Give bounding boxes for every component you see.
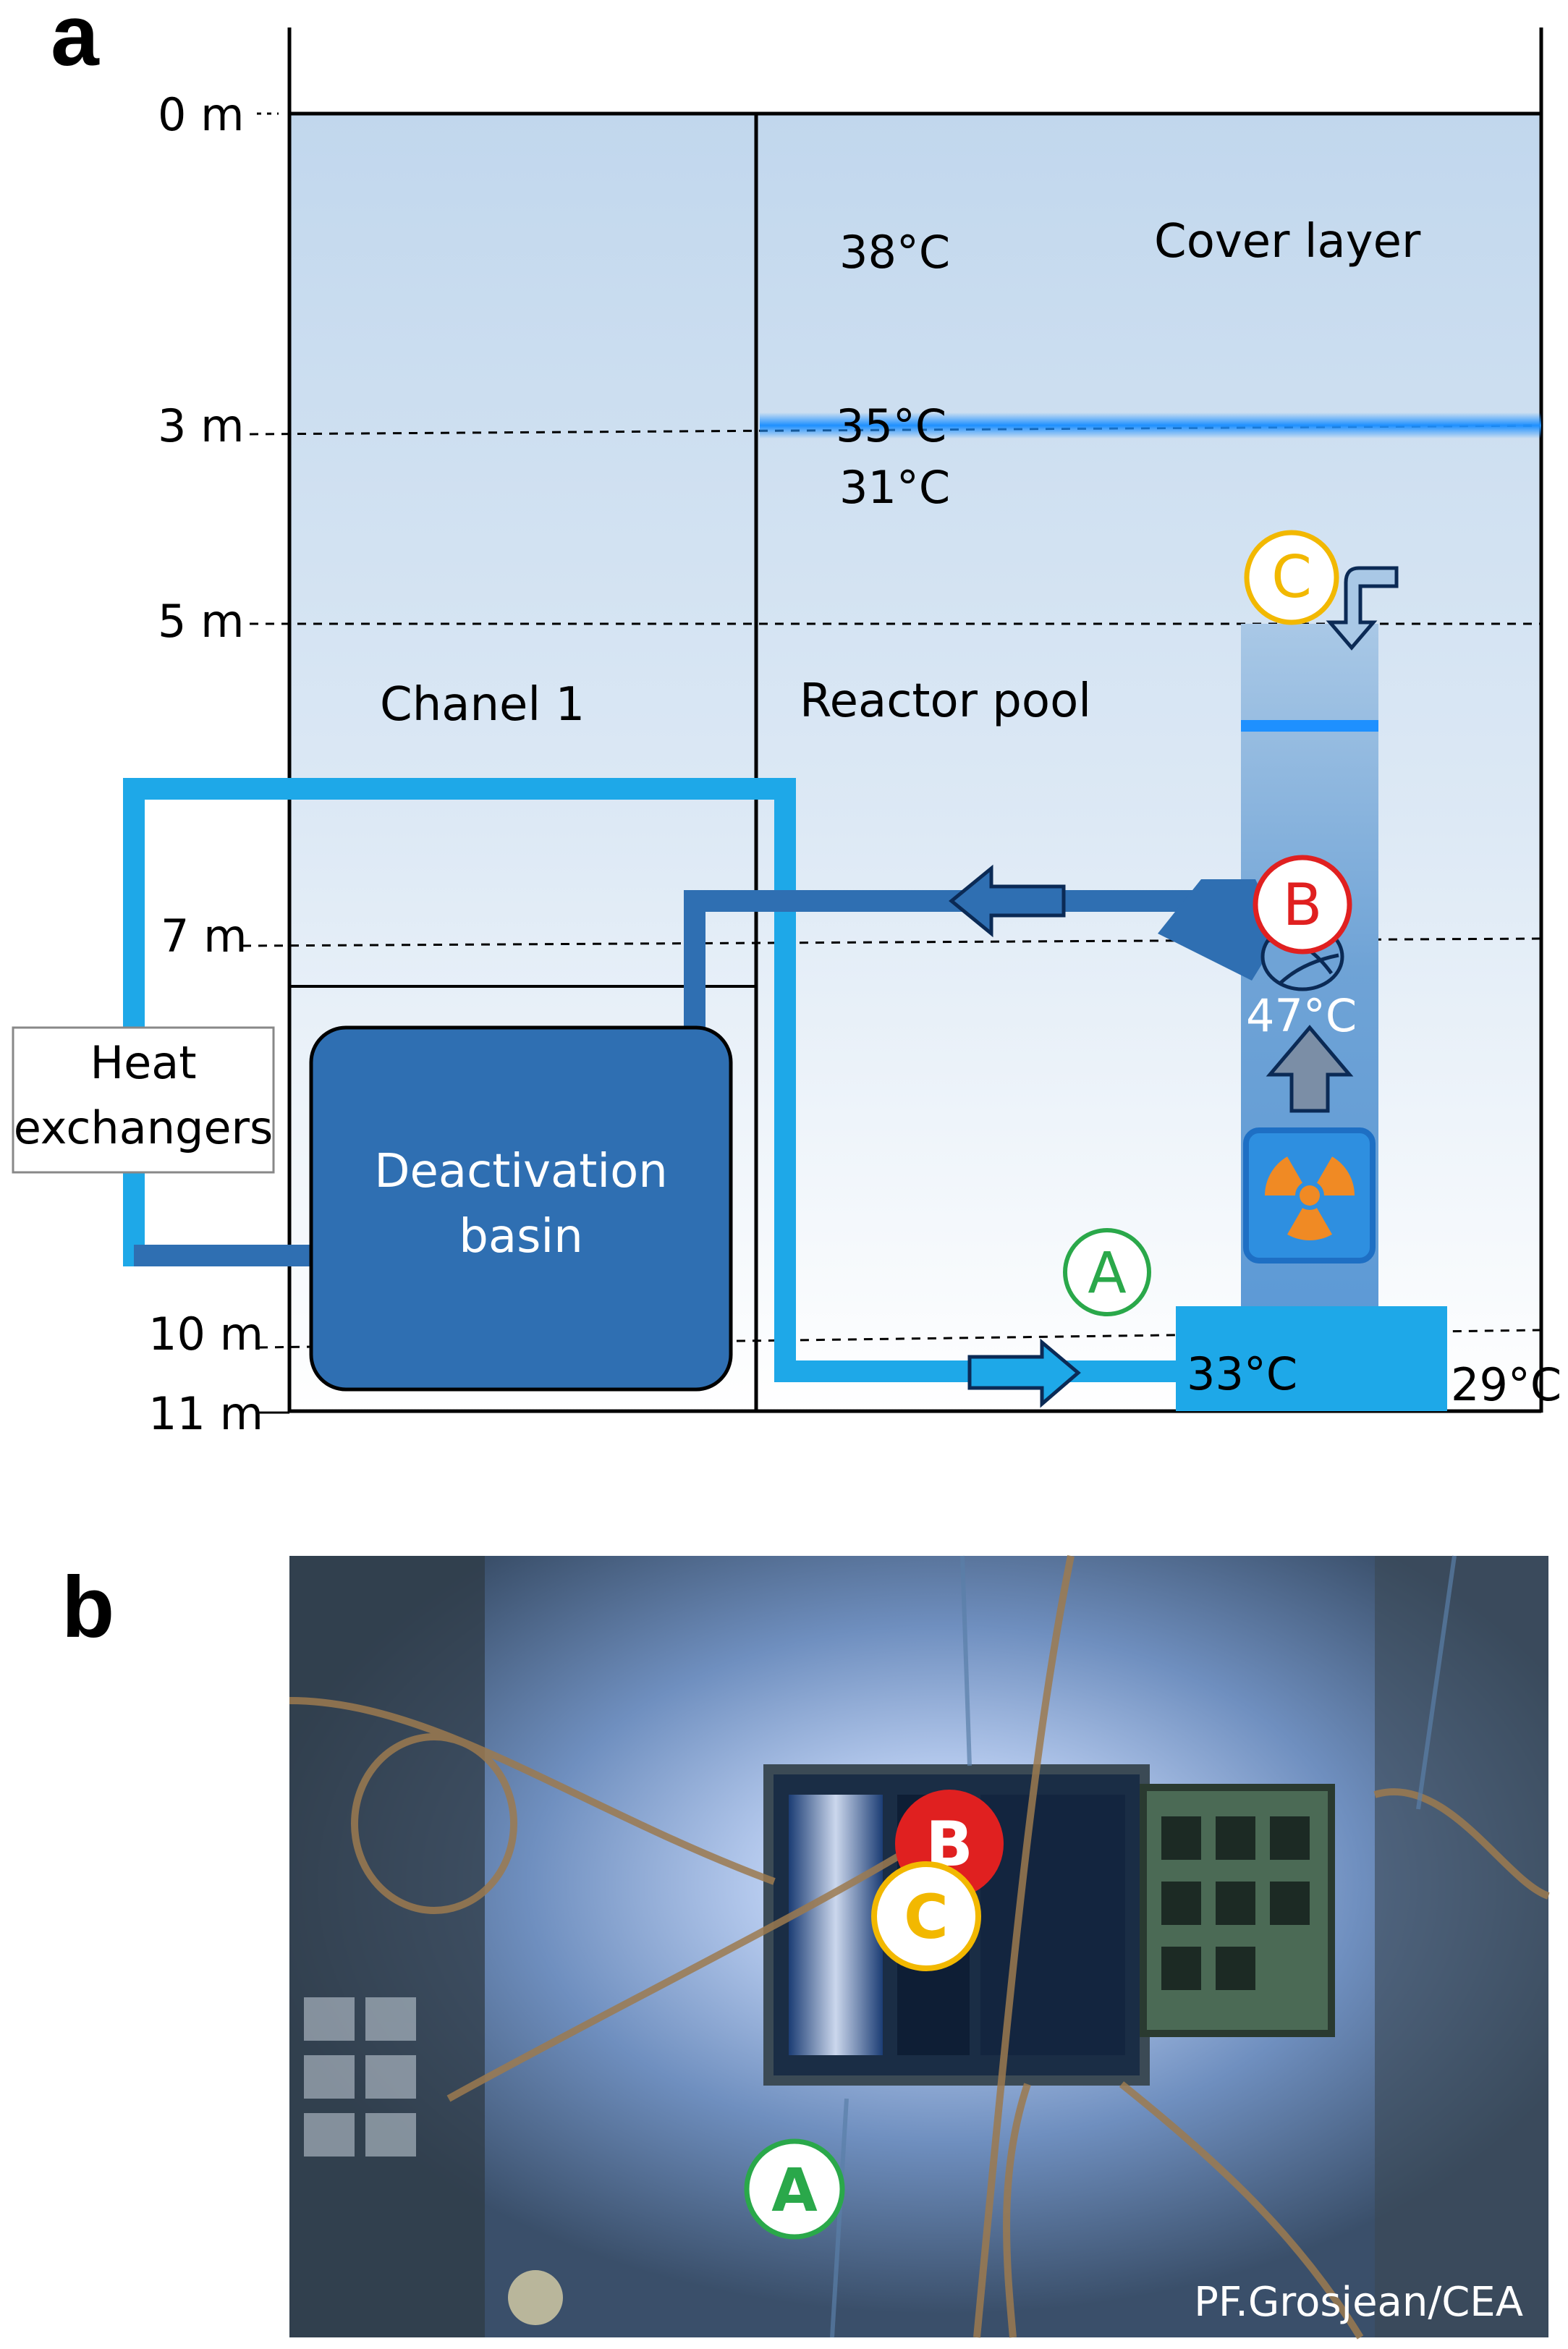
marker-a: A xyxy=(1063,1228,1151,1316)
reactor-photo xyxy=(289,1555,1550,2340)
deactivation-basin-label-1: Deactivation xyxy=(374,1145,668,1198)
flow-arrow-icon xyxy=(949,864,1066,938)
outlet-pipe-bend xyxy=(1158,879,1281,981)
thermocline-line xyxy=(760,412,1541,439)
depth-labels: 0 m 3 m 5 m 7 m 10 m 11 m xyxy=(148,88,263,1440)
temperature-bottom: 29°C xyxy=(1451,1358,1561,1411)
svg-text:B: B xyxy=(1283,871,1323,939)
temperature-below: 31°C xyxy=(839,461,950,514)
flow-arrow-icon xyxy=(1266,1025,1354,1113)
temperature-inlet: 33°C xyxy=(1187,1347,1297,1400)
temperature-labels: 38°C 35°C 31°C 47°C 33°C 29°C xyxy=(836,226,1561,1411)
heat-exchangers-box xyxy=(12,1026,275,1174)
chanel-label: Chanel 1 xyxy=(380,678,585,732)
depth-label-0m: 0 m xyxy=(158,88,245,141)
depth-label-10m: 10 m xyxy=(148,1308,263,1360)
photo-credit: PF.Grosjean/CEA xyxy=(1194,2279,1523,2326)
temperature-interface: 35°C xyxy=(836,399,946,452)
radiation-icon xyxy=(1243,1127,1376,1264)
depth-label-7m: 7 m xyxy=(161,910,247,962)
svg-text:A: A xyxy=(1088,1241,1126,1306)
panel-a: a 0 m 3 m 5 m 7 m 10 m 11 m xyxy=(12,0,1561,1440)
tank-outline xyxy=(287,27,1543,1413)
flow-arrow-icon xyxy=(967,1338,1081,1408)
marker-b: B xyxy=(1253,855,1352,955)
svg-text:C: C xyxy=(904,1882,949,1952)
svg-text:A: A xyxy=(771,2157,818,2225)
photo-marker-c: C xyxy=(871,1861,981,1971)
photo-marker-a: A xyxy=(744,2138,845,2240)
cover-layer-label: Cover layer xyxy=(1154,215,1421,268)
chimney-level-line xyxy=(1241,720,1378,732)
reactor-pool-label: Reactor pool xyxy=(800,674,1091,728)
panel-b-label: b xyxy=(62,1559,114,1656)
heat-exchangers-label-2: exchangers xyxy=(14,1101,274,1154)
flow-arrow-icon xyxy=(1326,566,1399,651)
temperature-outlet: 47°C xyxy=(1246,989,1357,1042)
deactivation-basin-label-2: basin xyxy=(459,1210,583,1264)
panel-b: b xyxy=(62,1555,1550,2340)
deactivation-basin xyxy=(309,1025,733,1392)
temperature-top: 38°C xyxy=(839,226,950,279)
depth-label-11m: 11 m xyxy=(148,1387,263,1440)
panel-a-label: a xyxy=(51,0,100,84)
depth-label-5m: 5 m xyxy=(158,595,245,648)
heat-exchangers-label-1: Heat xyxy=(90,1036,196,1089)
depth-label-3m: 3 m xyxy=(158,399,245,452)
svg-text:C: C xyxy=(1271,543,1312,611)
core-base xyxy=(1176,1306,1447,1411)
marker-c: C xyxy=(1244,530,1339,625)
